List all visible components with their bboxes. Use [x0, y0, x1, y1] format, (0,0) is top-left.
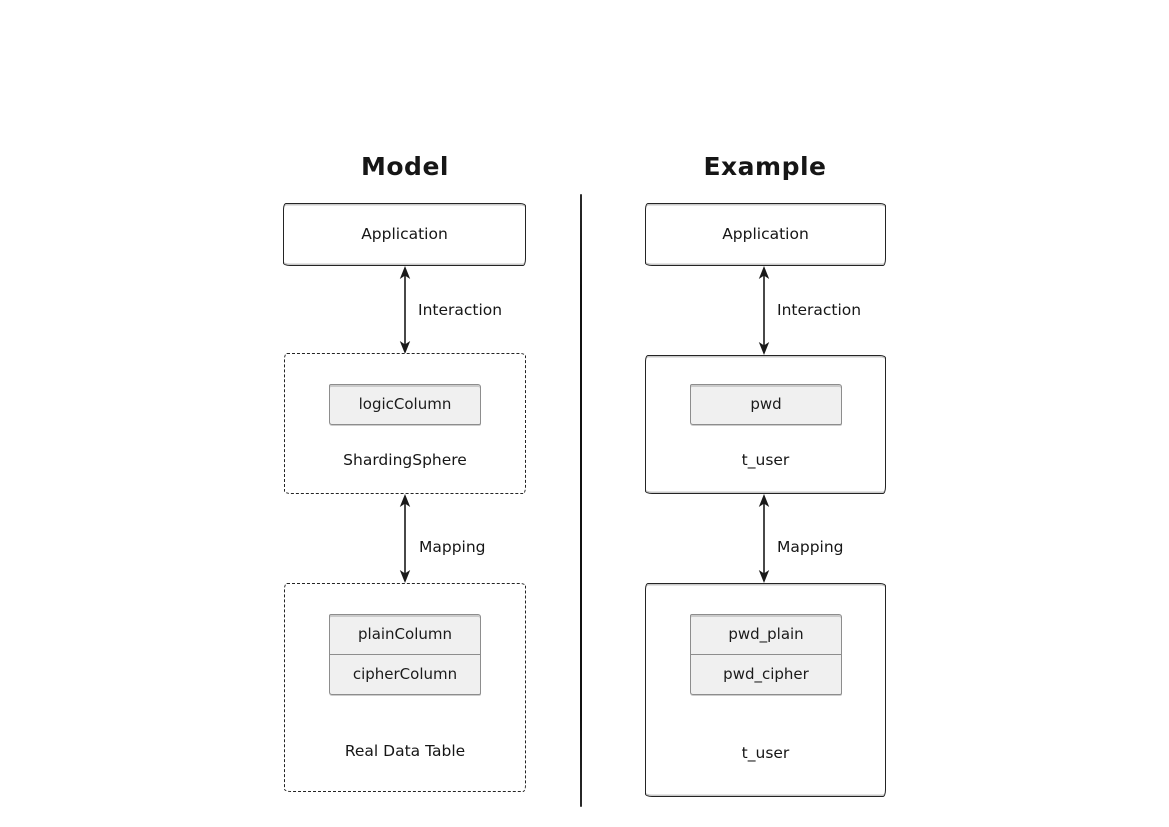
- arrowhead-down-icon: [758, 570, 770, 583]
- example-pwd-columns-stack: pwd_plain pwd_cipher: [690, 614, 842, 695]
- example-tuser-label: t_user: [741, 451, 790, 469]
- arrowhead-up-icon: [758, 494, 770, 507]
- example-tuser-bottom-label: t_user: [741, 744, 790, 762]
- arrowhead-down-icon: [399, 341, 411, 354]
- example-interaction-arrow: [758, 266, 770, 355]
- example-column-title: Example: [703, 152, 827, 181]
- example-tuser-bottom-box: pwd_plain pwd_cipher t_user: [645, 583, 886, 797]
- pwd-plain-field: pwd_plain: [728, 625, 804, 643]
- example-mapping-label: Mapping: [777, 538, 844, 556]
- arrowhead-down-icon: [399, 570, 411, 583]
- example-application-box: Application: [645, 203, 886, 266]
- logic-column-field: logicColumn: [358, 395, 452, 413]
- model-column-title: Model: [361, 152, 449, 181]
- arrowhead-up-icon: [399, 266, 411, 279]
- model-mapping-arrow: [399, 494, 411, 583]
- model-interaction-arrow: [399, 266, 411, 354]
- example-interaction-label: Interaction: [777, 301, 862, 319]
- pwd-field: pwd: [750, 395, 782, 413]
- example-application-label: Application: [722, 225, 809, 243]
- model-application-label: Application: [361, 225, 448, 243]
- model-logic-column-stack: logicColumn: [329, 384, 481, 425]
- cipher-column-field: cipherColumn: [330, 654, 480, 694]
- model-interaction-label: Interaction: [418, 301, 503, 319]
- example-pwd-stack: pwd: [690, 384, 842, 425]
- plain-column-field: plainColumn: [358, 625, 452, 643]
- example-tuser-box: pwd t_user: [645, 355, 886, 494]
- example-mapping-arrow: [758, 494, 770, 583]
- model-shardingsphere-box: logicColumn ShardingSphere: [284, 353, 526, 494]
- arrowhead-up-icon: [399, 494, 411, 507]
- model-mapping-label: Mapping: [419, 538, 486, 556]
- model-real-data-table-label: Real Data Table: [344, 742, 466, 760]
- model-application-box: Application: [283, 203, 526, 266]
- model-real-data-table-box: plainColumn cipherColumn Real Data Table: [284, 583, 526, 792]
- model-columns-stack: plainColumn cipherColumn: [329, 614, 481, 695]
- column-divider-line: [580, 194, 583, 807]
- model-shardingsphere-label: ShardingSphere: [343, 451, 467, 469]
- arrowhead-down-icon: [758, 342, 770, 355]
- arrowhead-up-icon: [758, 266, 770, 279]
- pwd-cipher-field: pwd_cipher: [691, 654, 841, 694]
